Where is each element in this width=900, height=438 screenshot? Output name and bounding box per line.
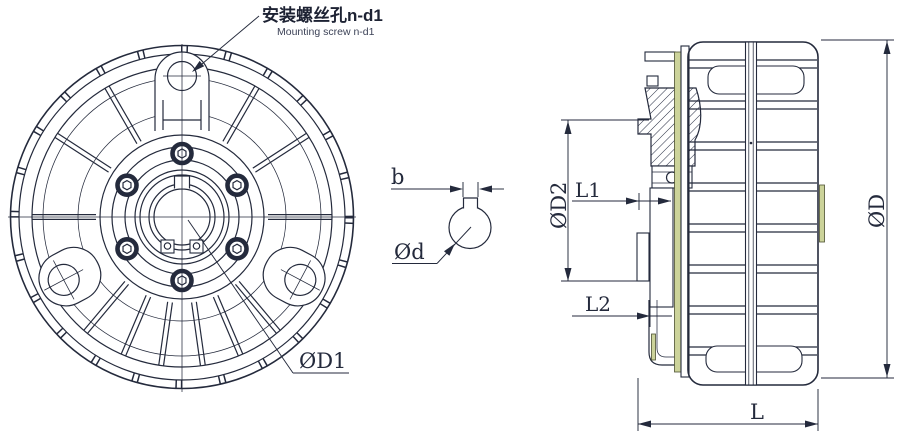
dim-label-D: ØD	[865, 194, 889, 228]
disc-plate	[680, 45, 690, 378]
bottom-lip-outer	[648, 300, 676, 366]
mounting-screw-label-cn: 安装螺丝孔n-d1	[262, 5, 383, 25]
keyway-detail-view: b Ød	[391, 165, 504, 264]
dim-L1: L1	[572, 178, 671, 210]
fan-spokes	[32, 85, 332, 366]
dim-label-L: L	[750, 400, 764, 424]
side-lining-strip	[819, 184, 825, 243]
dim-label-D1: ØD1	[299, 349, 346, 373]
finned-body	[687, 41, 825, 386]
dim-label-D2: ØD2	[547, 182, 571, 229]
dim-L2: L2	[572, 292, 672, 327]
friction-lining	[674, 51, 682, 373]
hub-section	[636, 51, 702, 366]
keyway-notch	[462, 197, 479, 209]
dim-label-L1: L1	[575, 178, 601, 202]
center-band	[744, 41, 758, 386]
hatched-hub-section	[637, 87, 702, 167]
dim-D2: ØD2	[547, 119, 649, 282]
dim-label-b: b	[391, 165, 404, 189]
dim-D: ØD	[821, 39, 894, 379]
mounting-ear-left	[38, 246, 102, 307]
mounting-screw-label-en: Mounting screw n-d1	[277, 26, 375, 38]
leader-arrowhead	[192, 60, 205, 72]
hub-screws	[115, 141, 249, 293]
mounting-ear-right	[262, 246, 326, 307]
front-view: 安装螺丝孔n-d1 Mounting screw n-d1 ØD1	[8, 5, 383, 392]
side-section-view: ØD2 L1 L2 ØD	[547, 39, 894, 431]
dim-label-d: Ød	[394, 240, 425, 264]
flange-tab	[636, 232, 650, 282]
dim-L: L	[637, 378, 819, 431]
dim-label-L2: L2	[585, 292, 611, 316]
